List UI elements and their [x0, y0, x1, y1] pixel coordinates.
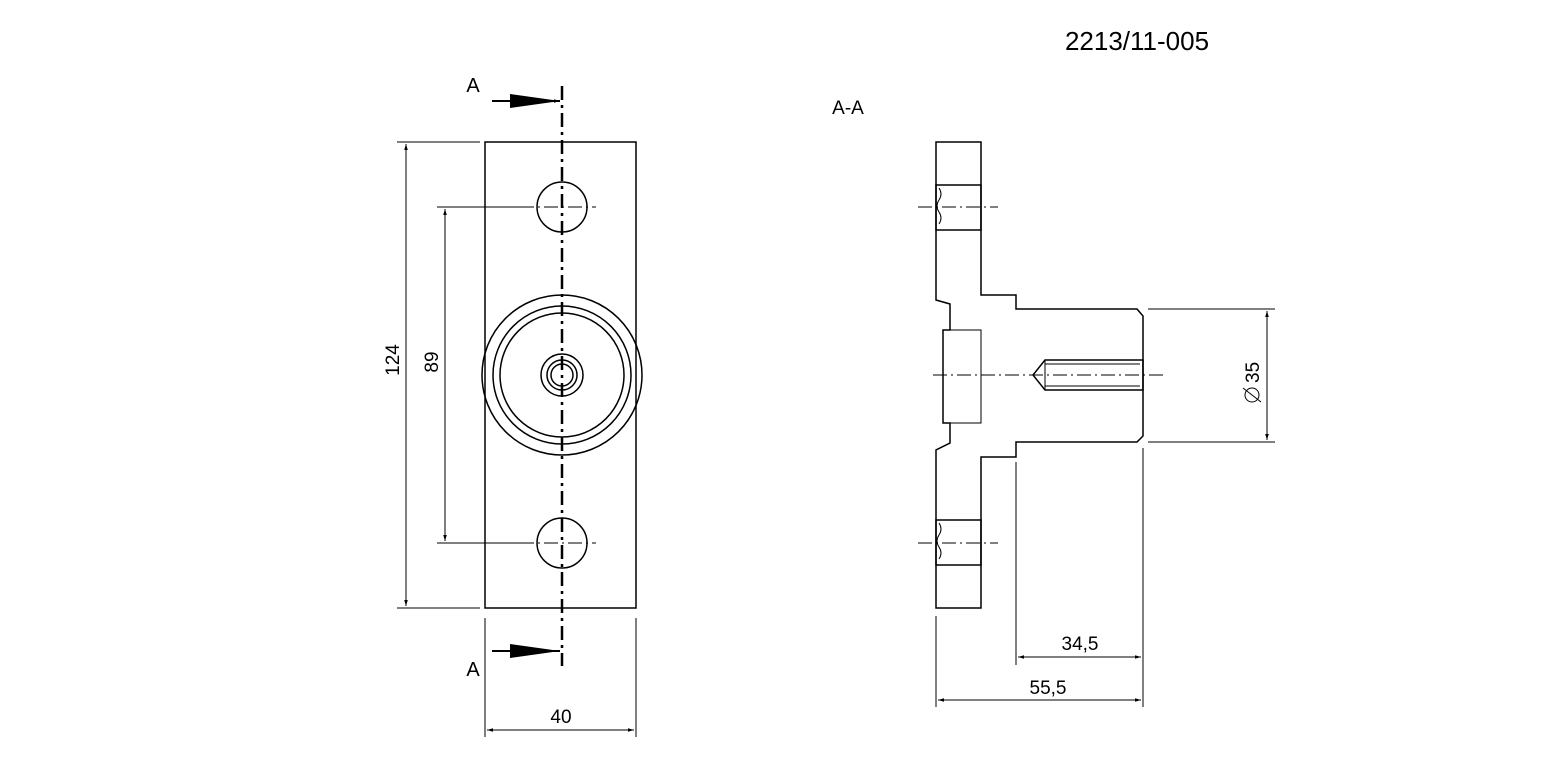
section-arrowhead-top [510, 94, 560, 108]
root-recess [950, 329, 982, 424]
dimension-hole-spacing: 89 [422, 351, 443, 372]
drawing-number: 2213/11-005 [1065, 26, 1209, 56]
section-arrowhead-bottom [510, 644, 560, 658]
diameter-symbol-slash [1242, 387, 1262, 403]
thread-mark-top [936, 187, 942, 225]
front-view: A A 124 89 40 [383, 75, 643, 737]
tapped-hole-section [1032, 359, 1144, 391]
section-marker-top: A [466, 75, 480, 97]
section-body-hatched [935, 141, 1144, 609]
dimension-overall-height: 124 [383, 344, 404, 376]
section-title: A-A [832, 98, 864, 119]
plate-outline [484, 141, 637, 609]
dimension-diameter: 35 [1243, 362, 1264, 383]
dimension-shaft-length: 34,5 [1062, 634, 1099, 655]
dimension-total-length: 55,5 [1030, 678, 1067, 699]
diameter-symbol-icon [1244, 387, 1260, 403]
section-marker-bottom: A [466, 659, 480, 681]
thread-mark-bottom [936, 522, 942, 560]
dimension-width: 40 [550, 707, 571, 728]
section-view: A-A 35 34,5 [832, 98, 1275, 707]
